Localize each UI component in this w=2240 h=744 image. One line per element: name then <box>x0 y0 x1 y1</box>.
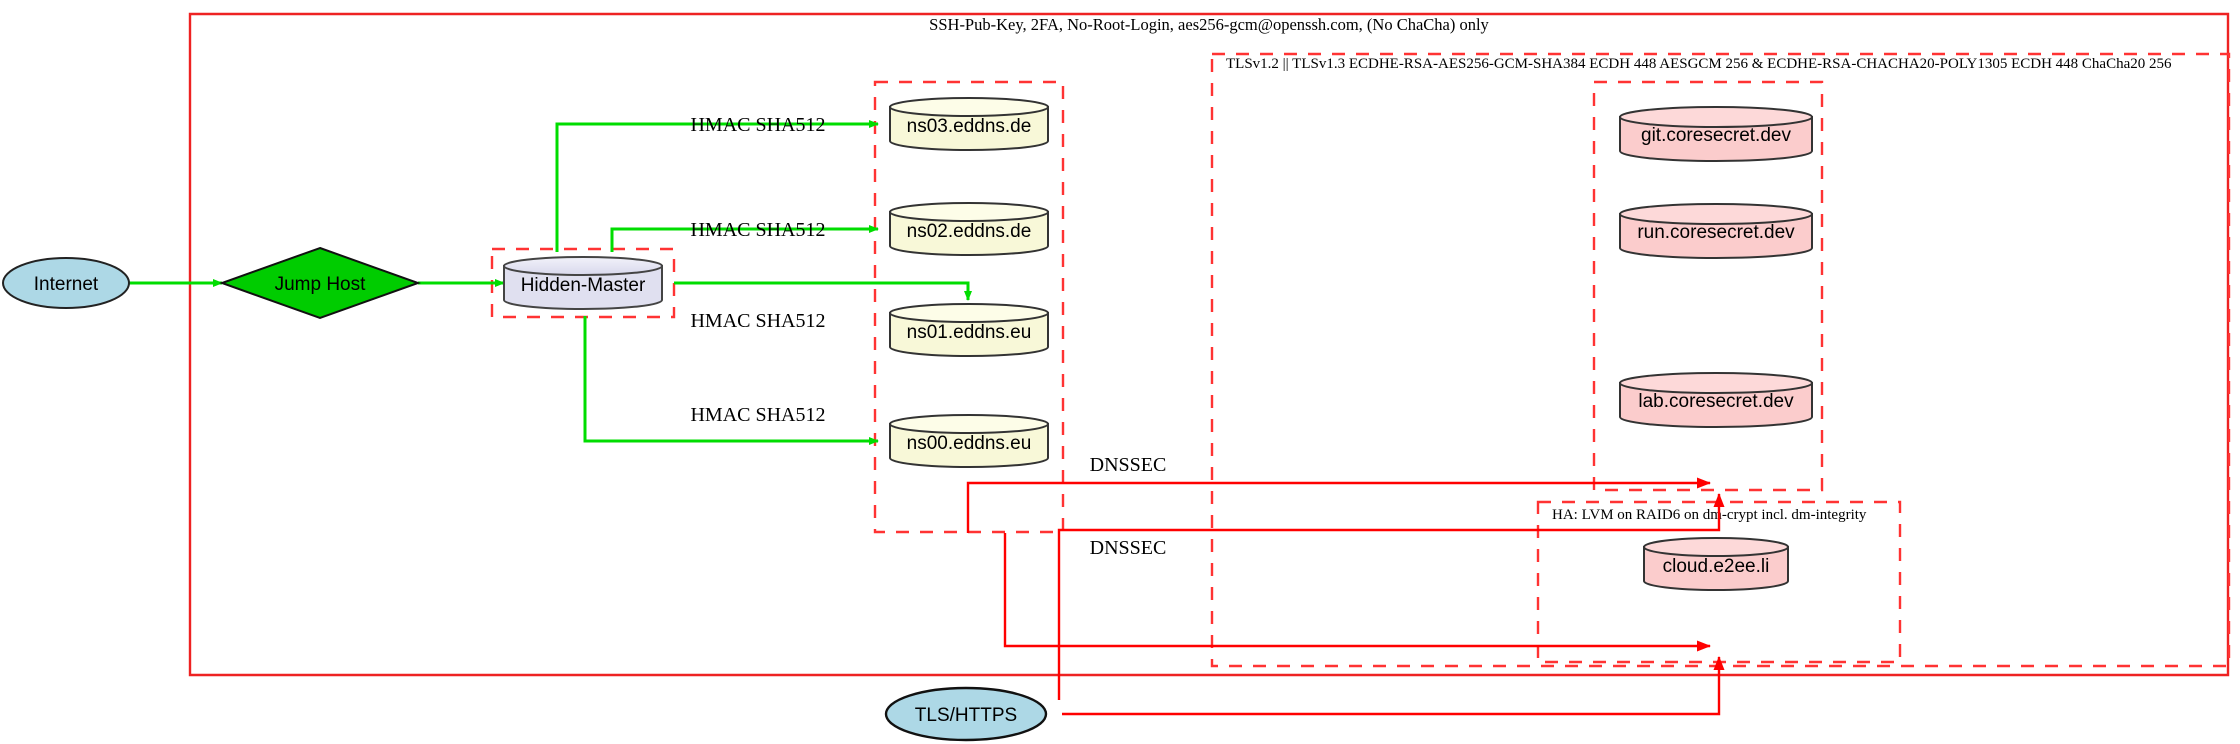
node-lab-coresecret[interactable]: lab.coresecret.dev <box>1619 372 1813 428</box>
ns02-label: ns02.eddns.de <box>907 221 1032 242</box>
node-git-coresecret[interactable]: git.coresecret.dev <box>1619 106 1813 162</box>
edge-labels: HMAC SHA512 HMAC SHA512 HMAC SHA512 HMAC… <box>690 114 1166 559</box>
edge-master-ns01 <box>674 281 972 301</box>
lab-label: lab.coresecret.dev <box>1638 391 1794 412</box>
edge-dns-ha <box>1003 533 1711 652</box>
edge-label-hmac-ns00: HMAC SHA512 <box>690 404 825 426</box>
cluster-label-ha: HA: LVM on RAID6 on dm-crypt incl. dm-in… <box>1552 507 1867 523</box>
node-hidden-master[interactable]: Hidden-Master <box>503 256 663 310</box>
ns01-label: ns01.eddns.eu <box>907 322 1032 343</box>
node-run-coresecret[interactable]: run.coresecret.dev <box>1619 203 1813 259</box>
ns03-top <box>889 97 1049 117</box>
ns00-body[interactable] <box>889 423 1049 468</box>
edges-red <box>966 477 1725 716</box>
edge-master-ns03 <box>555 120 879 252</box>
edge-label-hmac-ns02: HMAC SHA512 <box>690 219 825 241</box>
cluster-label-ssh: SSH-Pub-Key, 2FA, No-Root-Login, aes256-… <box>929 15 1489 34</box>
node-internet[interactable]: Internet <box>2 257 130 309</box>
run-body[interactable] <box>1619 213 1813 259</box>
ns02-body[interactable] <box>889 211 1049 256</box>
internet-ellipse[interactable] <box>2 257 130 309</box>
edge-dns-coresecret <box>966 477 1711 533</box>
ns00-label: ns00.eddns.eu <box>907 433 1032 454</box>
jumphost-diamond[interactable] <box>219 246 421 320</box>
ns00-top <box>889 414 1049 434</box>
ns03-label: ns03.eddns.de <box>907 116 1032 137</box>
master-body[interactable] <box>503 265 663 310</box>
cloud-top <box>1643 537 1789 557</box>
ns03-body[interactable] <box>889 106 1049 151</box>
edge-tls-coresecret <box>1057 493 1725 700</box>
node-ns01[interactable]: ns01.eddns.eu <box>889 303 1049 357</box>
cluster-label-tls: TLSv1.2 || TLSv1.3 ECDHE-RSA-AES256-GCM-… <box>1226 56 2172 72</box>
run-label: run.coresecret.dev <box>1637 222 1795 243</box>
coresecret-cluster-border <box>1592 80 1824 492</box>
edge-label-dnssec-upper: DNSSEC <box>1090 454 1167 476</box>
master-label: Hidden-Master <box>521 275 646 296</box>
jumphost-label: Jump Host <box>275 274 367 295</box>
edge-tls-ha <box>1062 656 1725 716</box>
git-body[interactable] <box>1619 116 1813 162</box>
tlshttps-ellipse[interactable] <box>884 686 1048 742</box>
ns01-body[interactable] <box>889 312 1049 357</box>
lab-body[interactable] <box>1619 382 1813 428</box>
master-top <box>503 256 663 276</box>
node-cloud-e2ee[interactable]: cloud.e2ee.li <box>1643 537 1789 591</box>
cluster-coresecret <box>1592 80 1824 492</box>
internet-label: Internet <box>34 274 99 295</box>
edges-green <box>128 120 972 445</box>
cloud-body[interactable] <box>1643 546 1789 591</box>
node-jumphost[interactable]: Jump Host <box>219 246 421 320</box>
edge-label-hmac-ns01: HMAC SHA512 <box>690 310 825 332</box>
edge-master-ns02 <box>610 225 879 252</box>
edge-master-ns00 <box>583 316 879 445</box>
tlshttps-label: TLS/HTTPS <box>915 705 1017 726</box>
node-ns03[interactable]: ns03.eddns.de <box>889 97 1049 151</box>
edge-label-dnssec-lower: DNSSEC <box>1090 537 1167 559</box>
edge-label-hmac-ns03: HMAC SHA512 <box>690 114 825 136</box>
ns01-top <box>889 303 1049 323</box>
run-top <box>1619 203 1813 225</box>
lab-top <box>1619 372 1813 394</box>
outer-ssh-border <box>188 12 2230 677</box>
cloud-label: cloud.e2ee.li <box>1663 556 1770 577</box>
node-ns00[interactable]: ns00.eddns.eu <box>889 414 1049 468</box>
node-ns02[interactable]: ns02.eddns.de <box>889 202 1049 256</box>
ns02-top <box>889 202 1049 222</box>
git-label: git.coresecret.dev <box>1641 125 1791 146</box>
cluster-outer-ssh: SSH-Pub-Key, 2FA, No-Root-Login, aes256-… <box>188 12 2230 677</box>
git-top <box>1619 106 1813 128</box>
node-tls-https[interactable]: TLS/HTTPS <box>884 686 1048 742</box>
